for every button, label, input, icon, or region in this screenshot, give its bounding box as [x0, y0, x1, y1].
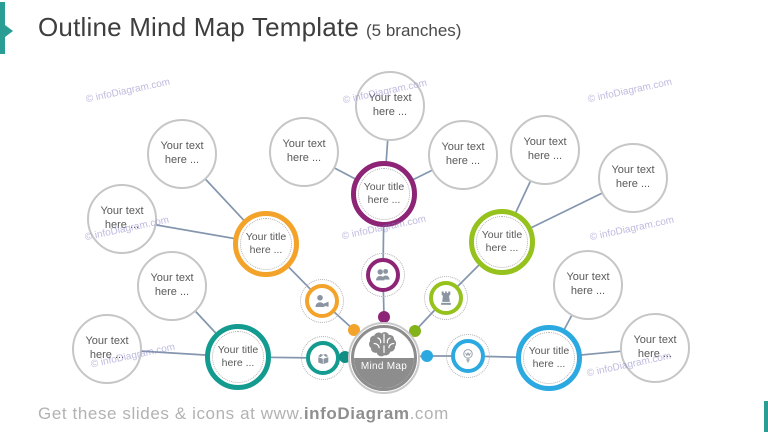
page-title: Outline Mind Map Template (5 branches)	[38, 12, 461, 43]
announcer-icon	[315, 294, 329, 307]
footer-credit: Get these slides & icons at www.infoDiag…	[38, 404, 449, 424]
connector-dot-green	[409, 325, 421, 337]
page-title-main: Outline Mind Map Template	[38, 12, 360, 42]
footer-suffix: .com	[409, 404, 449, 423]
icon-node-orange	[300, 279, 344, 323]
center-node: Mind Map	[348, 322, 420, 394]
center-label: Mind Map	[360, 361, 408, 372]
brain-icon	[369, 332, 397, 357]
people-icon	[375, 268, 390, 281]
icon-node-teal	[301, 336, 345, 380]
connector-dot-purple	[378, 311, 390, 323]
footer-brand: infoDiagram	[303, 404, 410, 423]
corner-accent-bar	[764, 401, 768, 432]
footer-prefix: Get these slides & icons at www.	[38, 404, 304, 423]
lightbulb-icon	[463, 349, 473, 363]
bookmark-accent-icon	[0, 2, 13, 54]
icon-node-green	[424, 276, 468, 320]
center-label-band: Mind Map	[354, 358, 414, 388]
page-title-subtitle: (5 branches)	[366, 21, 462, 40]
open-box-icon	[318, 353, 329, 365]
chess-rook-icon	[441, 291, 451, 305]
icon-node-purple	[361, 253, 405, 297]
icon-node-blue	[446, 334, 490, 378]
connector-dot-blue	[421, 350, 433, 362]
